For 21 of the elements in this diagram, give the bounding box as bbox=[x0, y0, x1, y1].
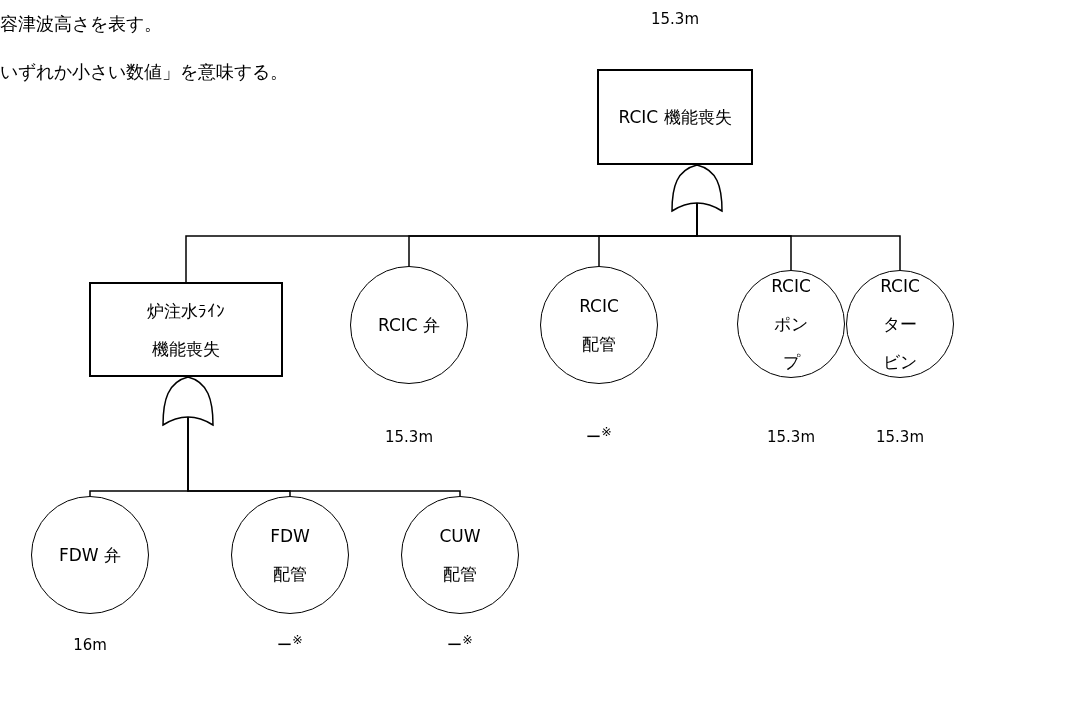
note-text: 容津波高さを表す。 bbox=[0, 12, 162, 36]
node-label: FDW 配管 bbox=[269, 525, 311, 586]
or-gate-symbol bbox=[162, 376, 214, 426]
node-label: RCIC タービン bbox=[879, 275, 921, 374]
node-label: RCIC 配管 bbox=[578, 295, 620, 356]
tsunami-height-label: ー$^{※}$ bbox=[586, 424, 612, 447]
tsunami-height-label: ー$^{※}$ bbox=[447, 632, 473, 655]
node-label: CUW 配管 bbox=[438, 525, 482, 586]
tsunami-height-label: 15.3m bbox=[767, 428, 815, 446]
or-gate-symbol bbox=[671, 164, 723, 212]
node-label: FDW 弁 bbox=[57, 544, 123, 567]
node-label: 炉注水ﾗｲﾝ機能喪失 bbox=[146, 299, 226, 361]
tsunami-height-label: 16m bbox=[73, 636, 107, 654]
tsunami-height-label: ー$^{※}$ bbox=[277, 632, 303, 655]
node-label: RCIC ポンプ bbox=[770, 275, 812, 374]
node-label: RCIC 機能喪失 bbox=[617, 106, 733, 129]
tsunami-height-label: 15.3m bbox=[876, 428, 924, 446]
node-label: RCIC 弁 bbox=[376, 314, 442, 337]
note-text: いずれか小さい数値」を意味する。 bbox=[0, 60, 288, 84]
tsunami-height-label: 15.3m bbox=[651, 10, 699, 28]
tsunami-height-label: 15.3m bbox=[385, 428, 433, 446]
